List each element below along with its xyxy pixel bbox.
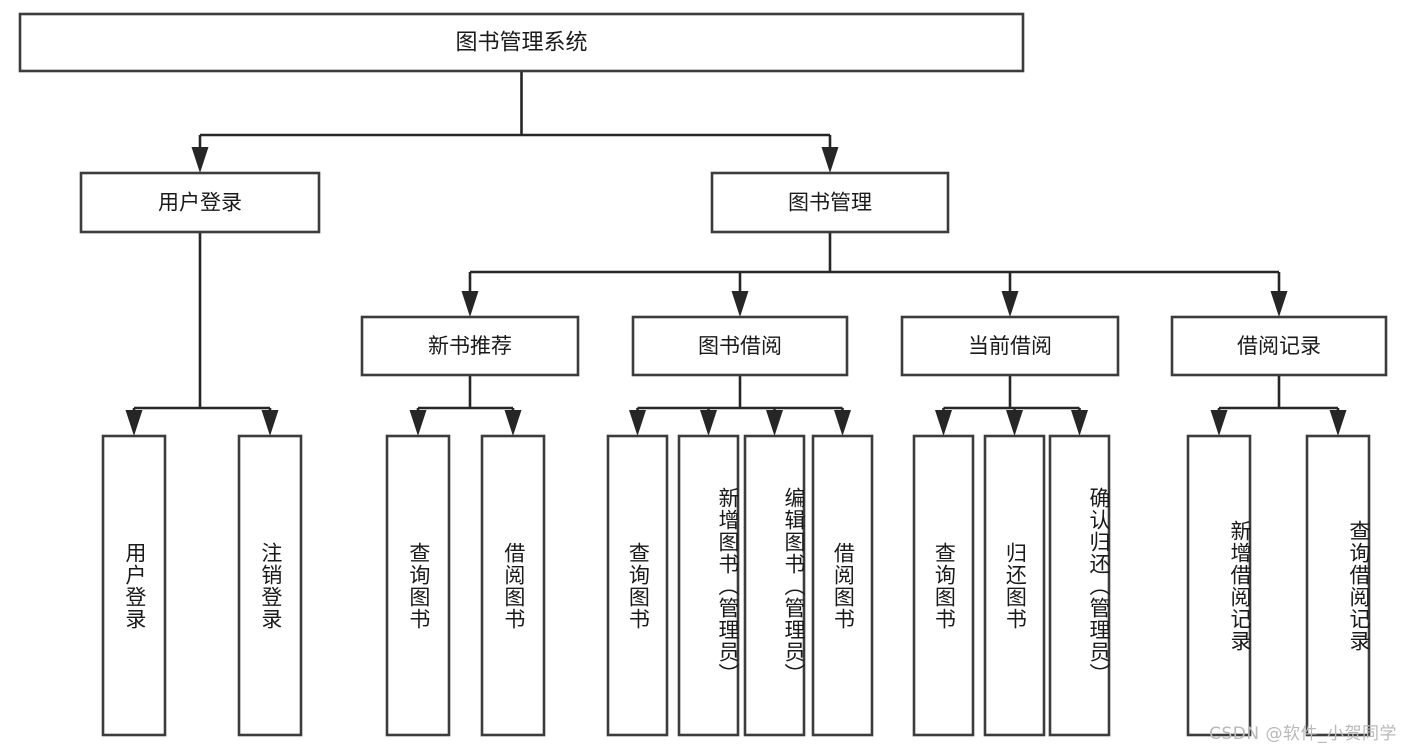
- node-current-borrow[interactable]: 当前借阅: [900, 315, 1120, 377]
- connector-arrowhead: [834, 410, 851, 436]
- node-box-leaf-borrow-book-1[interactable]: [480, 434, 546, 737]
- node-box-user-login[interactable]: [79, 171, 321, 234]
- node-leaf-user-login[interactable]: [101, 434, 167, 737]
- connector-arrowhead: [1270, 291, 1288, 317]
- node-label-book-manage: 图书管理: [788, 191, 872, 215]
- node-box-leaf-user-login[interactable]: [101, 434, 167, 737]
- node-box-leaf-logout[interactable]: [237, 434, 303, 737]
- connector-arrowhead: [731, 291, 749, 317]
- node-leaf-query-book-1[interactable]: [385, 434, 451, 737]
- connector-arrowhead: [821, 147, 839, 173]
- node-label-borrow-record: 借阅记录: [1237, 334, 1321, 358]
- node-box-leaf-add-record[interactable]: [1186, 434, 1252, 737]
- node-label-new-book-rec: 新书推荐: [428, 334, 512, 358]
- connector-arrowhead: [1210, 410, 1228, 436]
- node-leaf-borrow-book-2[interactable]: [811, 434, 874, 737]
- node-box-book-manage[interactable]: [710, 171, 950, 234]
- node-box-leaf-edit-book[interactable]: [743, 434, 806, 737]
- connector-arrowhead: [1006, 410, 1023, 436]
- connector-arrowhead: [191, 147, 209, 173]
- node-box-leaf-add-book[interactable]: [677, 434, 740, 737]
- node-leaf-confirm-return[interactable]: [1048, 434, 1111, 737]
- node-label-current-borrow: 当前借阅: [968, 334, 1052, 358]
- connector-arrowhead: [935, 410, 952, 436]
- connector-arrowhead: [1001, 291, 1019, 317]
- node-new-book-rec[interactable]: 新书推荐: [360, 315, 580, 377]
- node-user-login[interactable]: 用户登录: [79, 171, 321, 234]
- connector-arrowhead: [700, 410, 717, 436]
- connector-arrowhead: [504, 410, 522, 436]
- node-label-user-login: 用户登录: [158, 191, 242, 215]
- connector-arrowhead: [261, 410, 279, 436]
- connector-arrowhead: [1071, 410, 1088, 436]
- node-box-leaf-borrow-book-2[interactable]: [811, 434, 874, 737]
- node-box-current-borrow[interactable]: [900, 315, 1120, 377]
- node-box-book-borrow[interactable]: [631, 315, 849, 377]
- node-leaf-query-book-3[interactable]: [912, 434, 975, 737]
- connector-arrowhead: [461, 291, 479, 317]
- node-label-book-borrow: 图书借阅: [698, 334, 782, 358]
- node-root[interactable]: 图书管理系统: [18, 12, 1025, 73]
- connector-arrowhead: [409, 410, 427, 436]
- node-box-leaf-query-record[interactable]: [1305, 434, 1371, 737]
- node-box-borrow-record[interactable]: [1170, 315, 1388, 377]
- node-box-leaf-return-book[interactable]: [983, 434, 1046, 737]
- node-borrow-record[interactable]: 借阅记录: [1170, 315, 1388, 377]
- connector-arrowhead: [629, 410, 646, 436]
- node-leaf-add-book[interactable]: [677, 434, 740, 737]
- node-leaf-borrow-book-1[interactable]: [480, 434, 546, 737]
- node-book-borrow[interactable]: 图书借阅: [631, 315, 849, 377]
- node-leaf-edit-book[interactable]: [743, 434, 806, 737]
- node-leaf-return-book[interactable]: [983, 434, 1046, 737]
- node-book-manage[interactable]: 图书管理: [710, 171, 950, 234]
- connector-arrowhead: [125, 410, 143, 436]
- node-leaf-add-record[interactable]: [1186, 434, 1252, 737]
- connector-group: [125, 71, 1347, 436]
- connector-arrowhead: [766, 410, 783, 436]
- node-leaf-query-book-2[interactable]: [606, 434, 669, 737]
- node-leaf-query-record[interactable]: [1305, 434, 1371, 737]
- node-box-leaf-query-book-1[interactable]: [385, 434, 451, 737]
- node-box-new-book-rec[interactable]: [360, 315, 580, 377]
- node-box-leaf-query-book-2[interactable]: [606, 434, 669, 737]
- node-box-root[interactable]: [18, 12, 1025, 73]
- node-box-leaf-confirm-return[interactable]: [1048, 434, 1111, 737]
- node-box-leaf-query-book-3[interactable]: [912, 434, 975, 737]
- connector-arrowhead: [1329, 410, 1347, 436]
- node-leaf-logout[interactable]: [237, 434, 303, 737]
- node-label-root: 图书管理系统: [455, 31, 587, 56]
